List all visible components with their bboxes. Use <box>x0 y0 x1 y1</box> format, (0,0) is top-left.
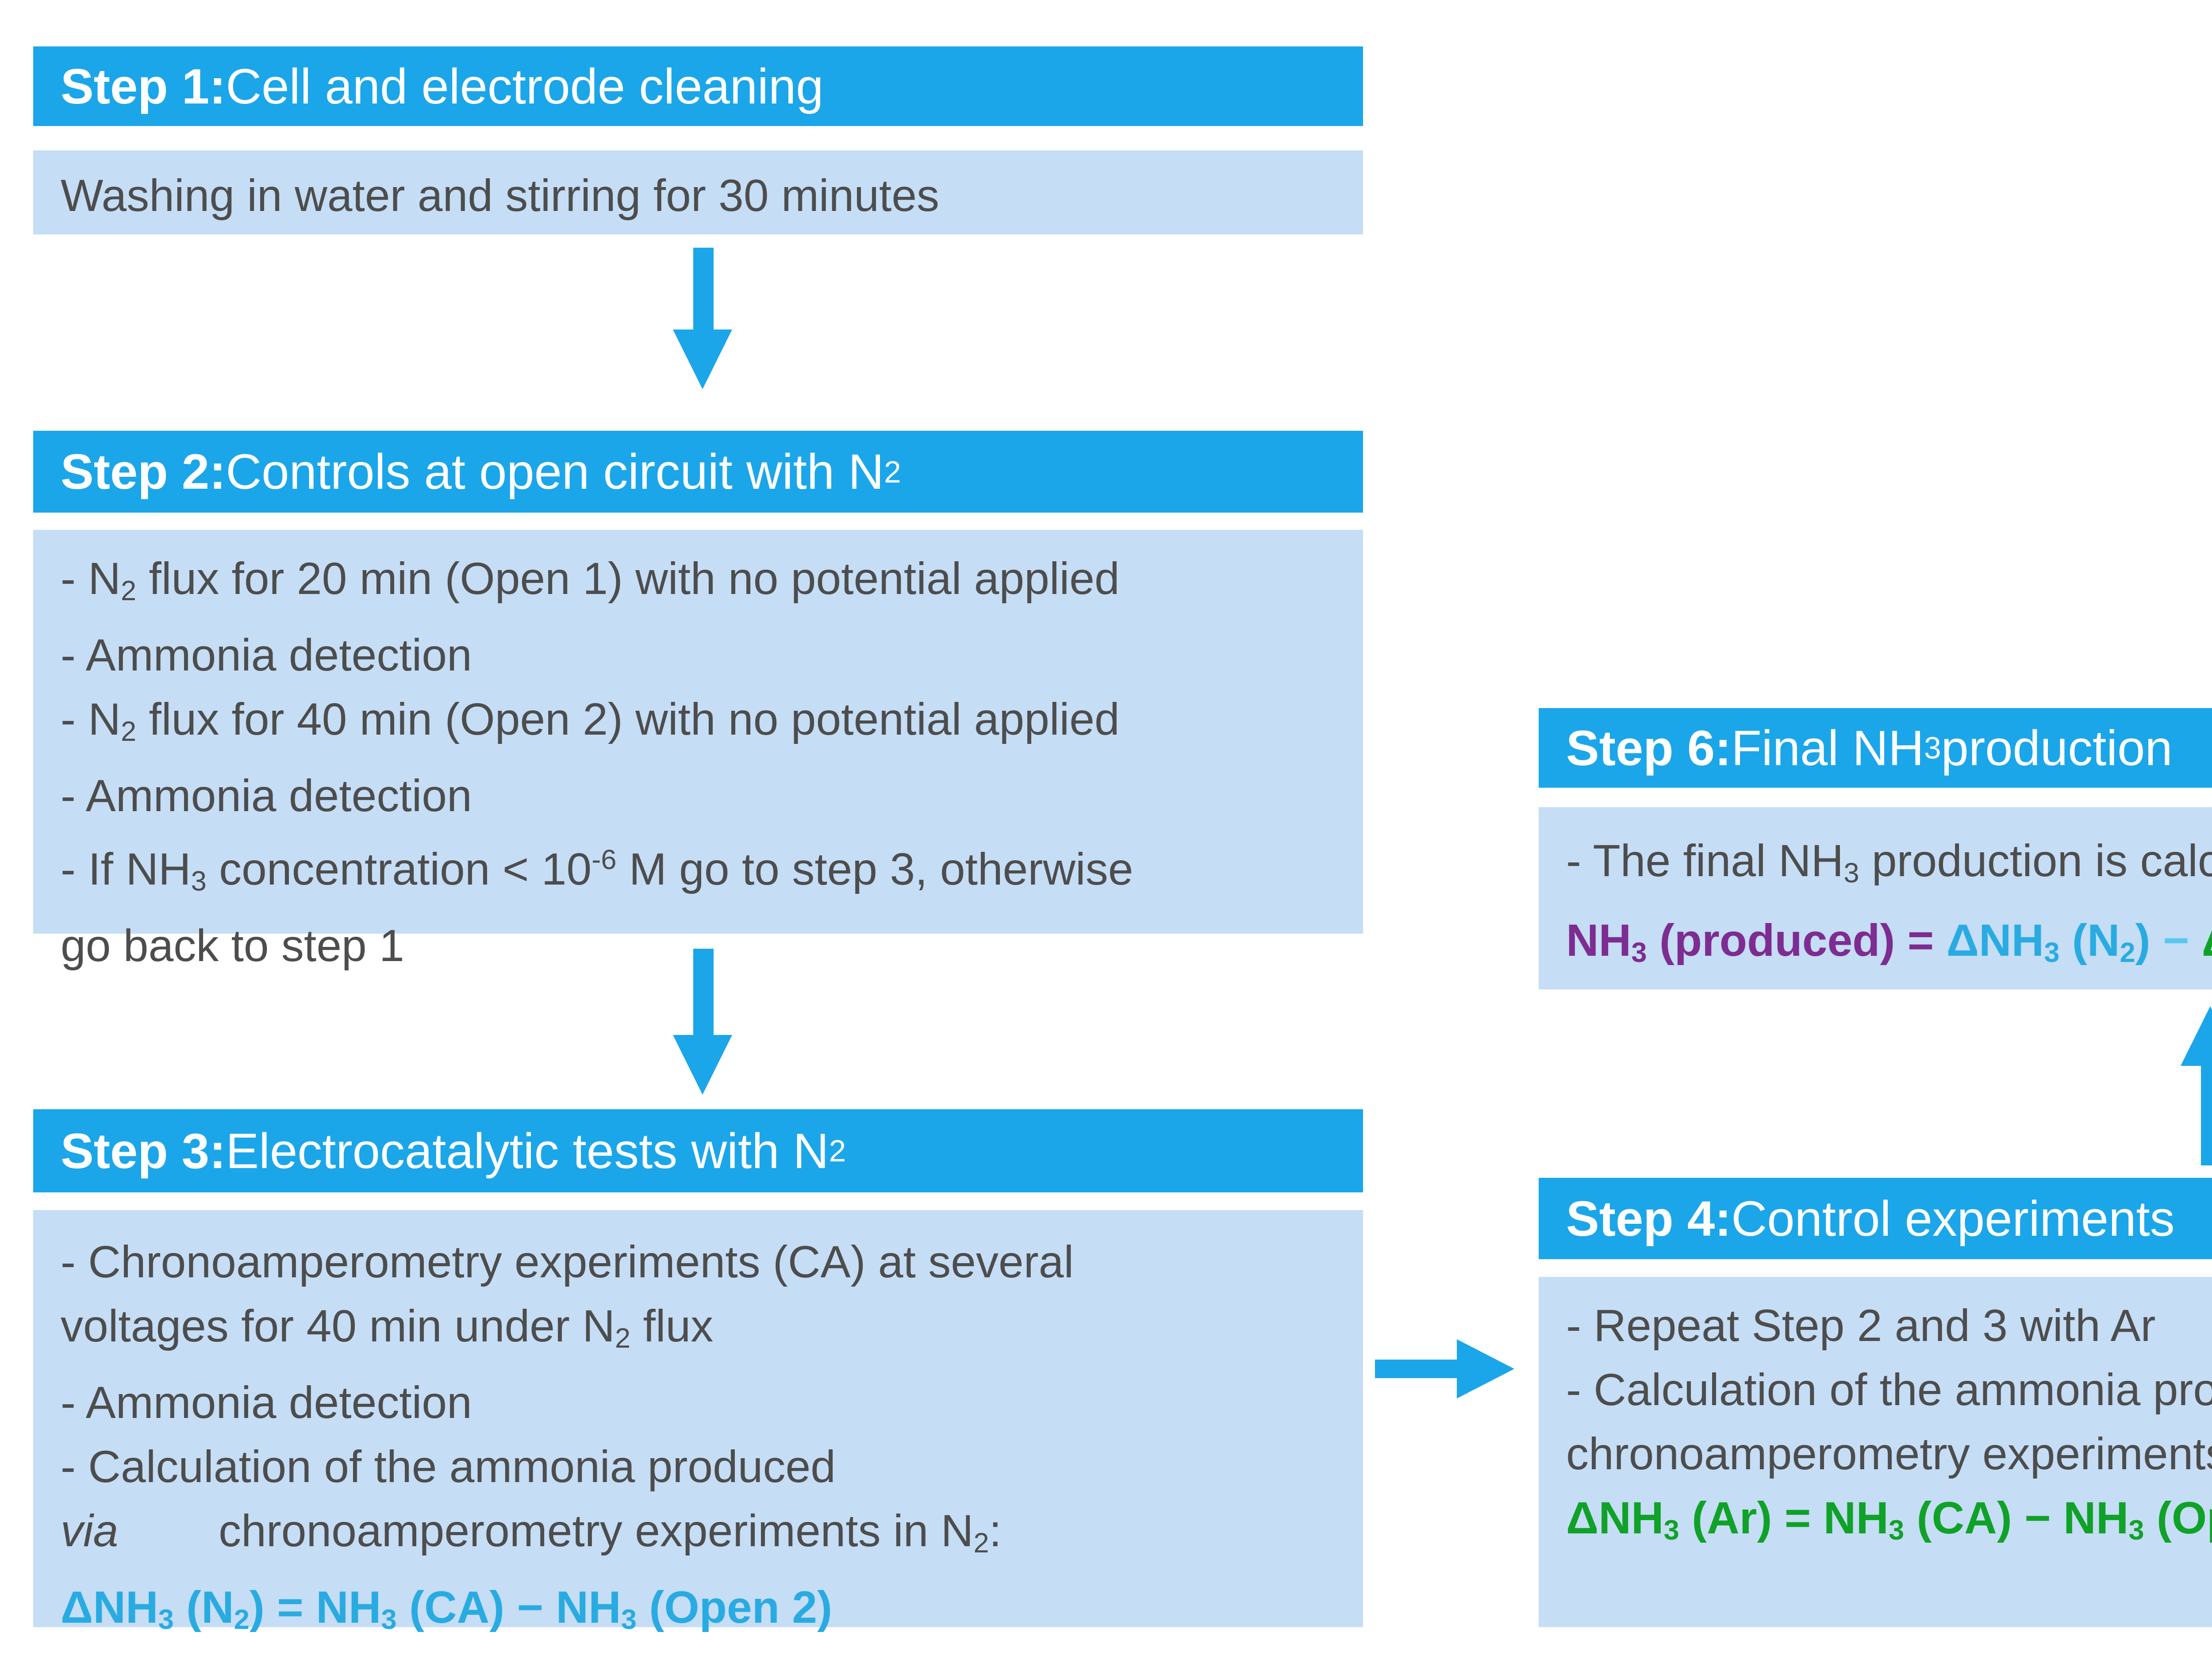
step4-header: Step 4: Control experiments <box>1539 1178 2212 1259</box>
step3-line-4: - Calculation of the ammonia produced <box>61 1441 836 1492</box>
step1-line-1: Washing in water and stirring for 30 min… <box>61 170 940 221</box>
step2-body: - N2 flux for 20 min (Open 1) with no po… <box>33 530 1363 971</box>
arrow-right-step3-to-step4 <box>1375 1339 1514 1398</box>
step4-body: - Repeat Step 2 and 3 with Ar - Calculat… <box>1539 1277 2212 1627</box>
step4-line-3: chronoamperometry experiments in Ar: <box>1566 1429 2212 1479</box>
step3-line-2: voltages for 40 min under N2 flux <box>61 1301 714 1354</box>
step3-line-1: - Chronoamperometry experiments (CA) at … <box>61 1237 1074 1287</box>
arrow-down-step1-to-step2 <box>673 248 732 389</box>
step3-line-5: via chronoamperometry experiments in N2: <box>61 1505 1002 1559</box>
step2-line-4: - Ammonia detection <box>61 770 472 821</box>
step3-formula-n2: ΔNH3 (N2) = NH3 (CA) − NH3 (Open 2) <box>61 1582 833 1635</box>
step3-line-3: - Ammonia detection <box>61 1377 472 1428</box>
step3-body: - Chronoamperometry experiments (CA) at … <box>33 1210 1363 1635</box>
step4-line-2: - Calculation of the ammonia produced vi… <box>1566 1364 2212 1415</box>
step1-header: Step 1: Cell and electrode cleaning <box>33 46 1363 126</box>
step2-line-3: - N2 flux for 40 min (Open 2) with no po… <box>61 693 1120 747</box>
arrow-up-step4-to-step6 <box>2181 1006 2212 1165</box>
step6-body: - The final NH3 production is calculated… <box>1539 807 2212 989</box>
step1-body: Washing in water and stirring for 30 min… <box>33 150 1363 234</box>
step2-line-1: - N2 flux for 20 min (Open 1) with no po… <box>61 553 1120 606</box>
step4-formula-ar: ΔNH3 (Ar) = NH3 (CA) − NH3 (Open 2) <box>1566 1493 2212 1546</box>
step4-line-1: - Repeat Step 2 and 3 with Ar <box>1566 1300 2156 1351</box>
step2-line-5: - If NH3 concentration < 10-6 M go to st… <box>61 843 1133 897</box>
step6-formula-final: NH3 (produced) = ΔNH3 (N2) − ΔNH3 (Ar) <box>1566 915 2212 968</box>
step6-line-1: - The final NH3 production is calculated… <box>1566 835 2212 889</box>
step2-line-6: go back to step 1 <box>61 920 404 971</box>
step2-line-2: - Ammonia detection <box>61 629 472 680</box>
